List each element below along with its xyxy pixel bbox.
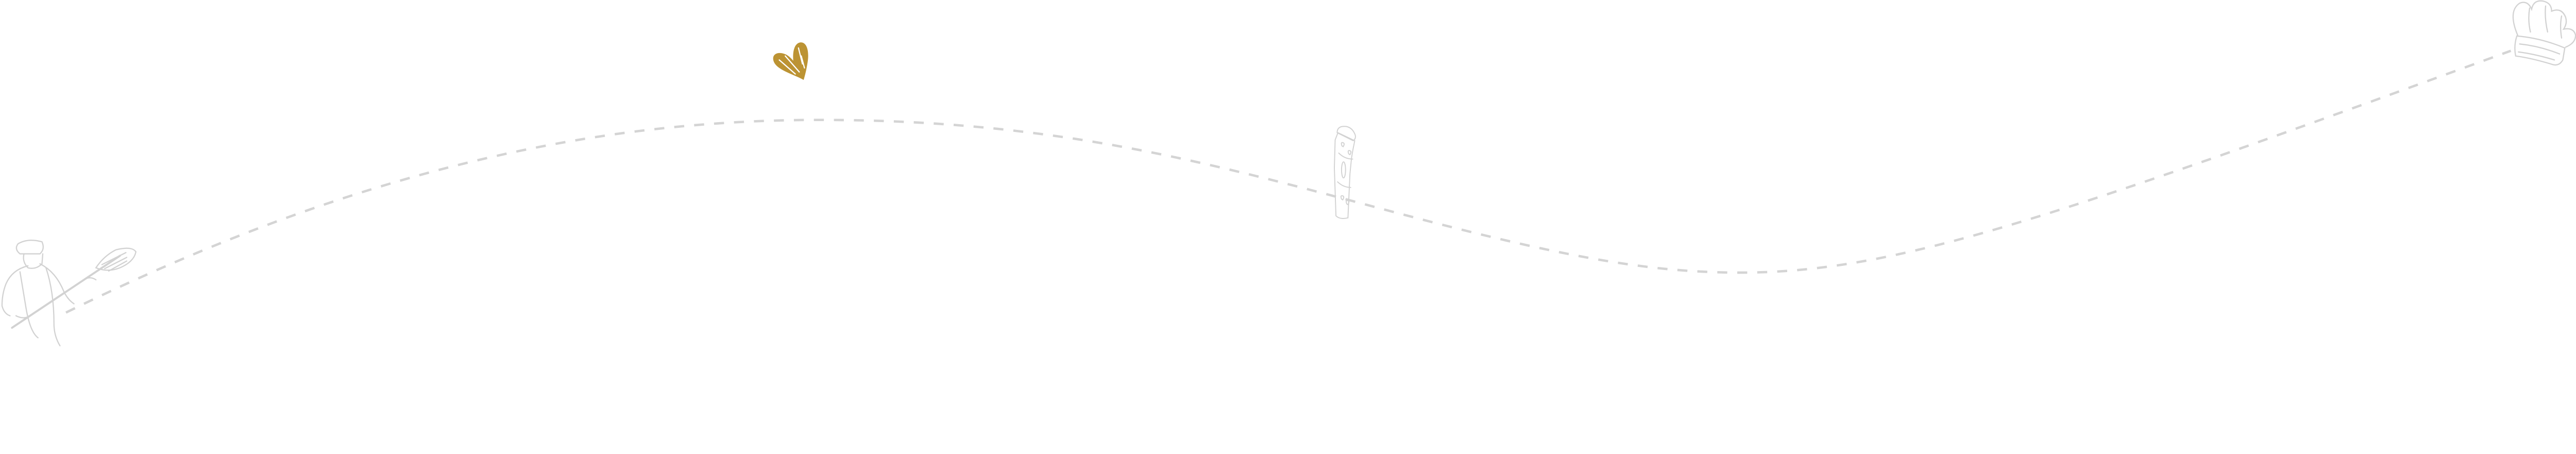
chef-hat-icon — [2512, 0, 2576, 66]
heart-icon — [773, 42, 808, 80]
illustration-banner — [1, 0, 2576, 347]
dashed-path — [65, 49, 2512, 314]
coffee-cup-icon — [1334, 126, 1356, 219]
baker-with-peel-icon — [1, 240, 137, 347]
decorative-path-canvas — [1, 0, 2576, 347]
